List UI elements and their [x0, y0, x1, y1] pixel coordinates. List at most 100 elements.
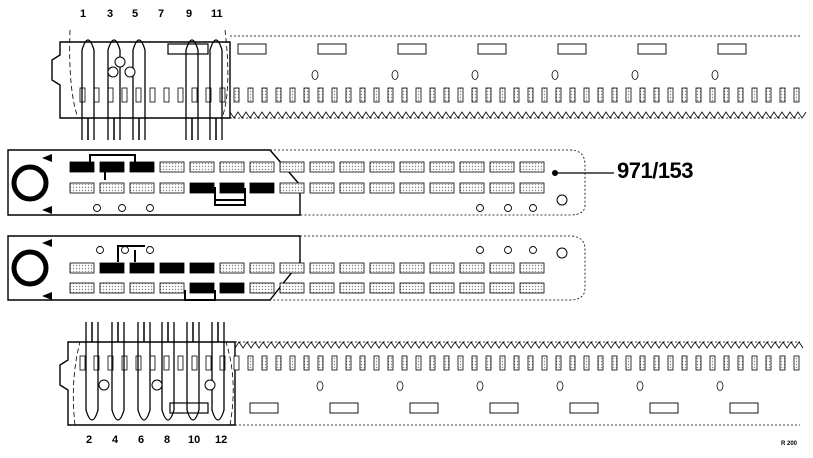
pcb-upper-holes [93, 204, 537, 212]
pcb-hole [504, 204, 512, 212]
pcb-hole [529, 204, 537, 212]
pcb-lower-arrow-top [42, 239, 52, 247]
strip-slot [639, 355, 646, 371]
pcb-pad [459, 262, 485, 274]
wire-loop [161, 322, 175, 421]
pcb-hole [121, 246, 129, 254]
strip-slot [247, 87, 254, 103]
pcb-pad [429, 182, 455, 194]
strip-slot [765, 87, 772, 103]
pcb-pad [129, 182, 155, 194]
wire-loop [209, 39, 223, 140]
pcb-pad [309, 282, 335, 294]
pcb-pad [129, 262, 155, 274]
pcb-pad [429, 262, 455, 274]
pcb-pad [189, 282, 215, 294]
strip-slot [93, 355, 100, 371]
pcb-pad [129, 282, 155, 294]
dashed-guide [72, 341, 234, 426]
pcb-pad [279, 161, 305, 173]
strip-window [249, 402, 279, 414]
pcb-hole [93, 204, 101, 212]
strip-slot [457, 355, 464, 371]
wire-loop [85, 322, 99, 421]
strip-slot [331, 355, 338, 371]
strip-slot [387, 355, 394, 371]
strip-slot [709, 87, 716, 103]
strip-slot [79, 355, 86, 371]
pcb-upper [7, 149, 614, 216]
pcb-hole [529, 246, 537, 254]
strip-window [649, 402, 679, 414]
strip-slot [625, 87, 632, 103]
contact-ring [98, 379, 110, 391]
strip-slot [359, 87, 366, 103]
strip-slot [695, 355, 702, 371]
strip-hole [476, 381, 484, 391]
strip-slot [177, 355, 184, 371]
pcb-hole [504, 246, 512, 254]
pcb-pad [159, 182, 185, 194]
strip-slot [429, 355, 436, 371]
strip-window [237, 43, 267, 55]
pcb-lower-holes [96, 246, 537, 254]
strip-slot [401, 87, 408, 103]
pcb-hole [146, 246, 154, 254]
pcb-pad [459, 282, 485, 294]
pin-label: 1 [80, 8, 87, 20]
pcb-pad [339, 262, 365, 274]
strip-slot [163, 355, 170, 371]
pcb-pad [99, 262, 125, 274]
strip-slot [723, 87, 730, 103]
strip-slot [653, 87, 660, 103]
strip-slot [373, 87, 380, 103]
strip-slot [513, 355, 520, 371]
strip-slot [205, 87, 212, 103]
pcb-pad [519, 182, 545, 194]
strip-slot [149, 355, 156, 371]
pcb-pad [309, 262, 335, 274]
top-window-row [237, 43, 747, 55]
pcb-pad [369, 262, 395, 274]
strip-slot [611, 87, 618, 103]
strip-slot [751, 87, 758, 103]
pcb-pad [99, 282, 125, 294]
strip-slot [681, 87, 688, 103]
strip-slot [93, 87, 100, 103]
pcb-pad [279, 262, 305, 274]
strip-slot [107, 87, 114, 103]
strip-slot [485, 87, 492, 103]
strip-slot [583, 87, 590, 103]
strip-slot [611, 355, 618, 371]
top-key-window [167, 43, 209, 55]
pcb-pad [69, 161, 95, 173]
pin-label: 9 [186, 8, 193, 20]
strip-slot [709, 355, 716, 371]
strip-slot [471, 355, 478, 371]
bottom-strip-zigzag [234, 341, 804, 349]
pcb-lower-mount-hole [556, 247, 568, 259]
strip-slot [191, 355, 198, 371]
pcb-pad [489, 161, 515, 173]
pcb-pad [399, 262, 425, 274]
strip-hole [556, 381, 564, 391]
top-strip-outline [230, 35, 800, 119]
strip-slot [513, 87, 520, 103]
strip-slot [107, 355, 114, 371]
wire-loop [186, 322, 200, 421]
pcb-pad [159, 161, 185, 173]
strip-slot [219, 355, 226, 371]
pcb-upper-ring [11, 164, 49, 202]
strip-slot [247, 355, 254, 371]
pcb-upper-tail [270, 149, 586, 216]
contact-ring [114, 56, 126, 68]
strip-slot [345, 355, 352, 371]
pcb-pad [219, 282, 245, 294]
strip-slot [681, 355, 688, 371]
strip-slot [149, 87, 156, 103]
contact-ring [151, 379, 163, 391]
bottom-strip-outline [235, 341, 800, 426]
strip-slot [527, 355, 534, 371]
pcb-pad [189, 262, 215, 274]
